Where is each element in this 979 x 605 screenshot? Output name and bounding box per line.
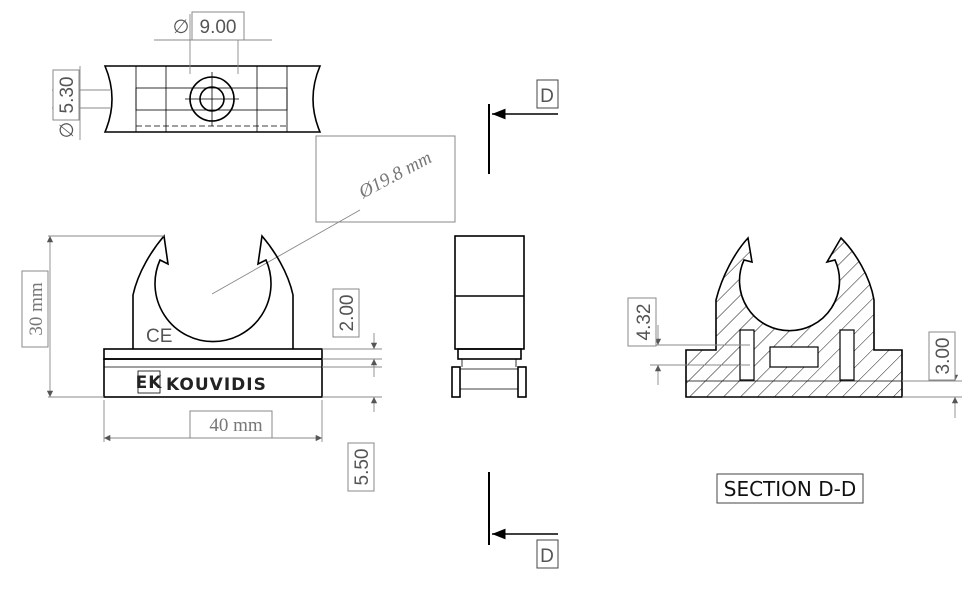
dim-rib-height: 2.00 [337, 295, 358, 332]
svg-text:∅: ∅ [57, 122, 78, 139]
dim-width: 40 mm [209, 415, 263, 436]
dim-slot-diameter: 5.30 [57, 77, 78, 114]
section-marker-top: D [540, 86, 554, 107]
dim-section-base: 3.00 [933, 338, 954, 375]
dim-section-rib: 4.32 [634, 304, 655, 341]
side-view [451, 235, 527, 398]
section-marker-bottom: D [540, 546, 554, 567]
dim-base-height: 5.50 [352, 449, 373, 486]
dim-height: 30 mm [26, 282, 47, 336]
section-title: SECTION D-D [724, 477, 857, 501]
svg-text:∅: ∅ [173, 17, 190, 38]
front-view: EK KOUVIDIS CE 30 mm 40 mm 2.00 5.50 [21, 234, 382, 492]
top-view: 9.00 ∅ 5.30 ∅ [52, 11, 322, 140]
cutting-plane: D D [488, 79, 559, 569]
pipe-diameter-callout: Ø19.8 mm [211, 135, 456, 295]
logo-mark: EK [136, 373, 163, 393]
ce-mark: CE [146, 326, 172, 347]
brand-name: KOUVIDIS [166, 375, 267, 395]
dim-pipe-diameter: Ø19.8 mm [355, 147, 436, 203]
dim-bore-diameter: 9.00 [200, 17, 237, 38]
section-view: 4.32 3.00 SECTION D-D [627, 236, 962, 504]
